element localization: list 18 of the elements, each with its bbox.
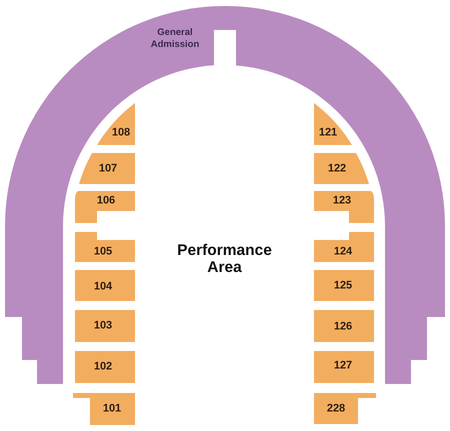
section-number: 228 xyxy=(326,404,346,414)
section-number: 105 xyxy=(94,246,112,258)
section-number: 104 xyxy=(94,282,112,292)
area-label: Performance Area xyxy=(177,242,272,276)
section-number: 108 xyxy=(112,128,130,138)
section-number: 121 xyxy=(318,128,338,138)
section-number: 102 xyxy=(94,362,112,372)
section-number: 123 xyxy=(332,196,352,206)
section-number: 124 xyxy=(334,246,352,258)
section-number: 127 xyxy=(334,360,352,372)
section-number: 107 xyxy=(98,164,118,174)
section-number: 125 xyxy=(334,280,352,292)
section-number: 101 xyxy=(102,404,122,414)
section-number: 126 xyxy=(334,322,352,332)
area-label: General Admission xyxy=(150,27,200,51)
section-number: 106 xyxy=(96,196,116,206)
section-number: 103 xyxy=(94,320,112,332)
section-number: 122 xyxy=(328,164,346,174)
